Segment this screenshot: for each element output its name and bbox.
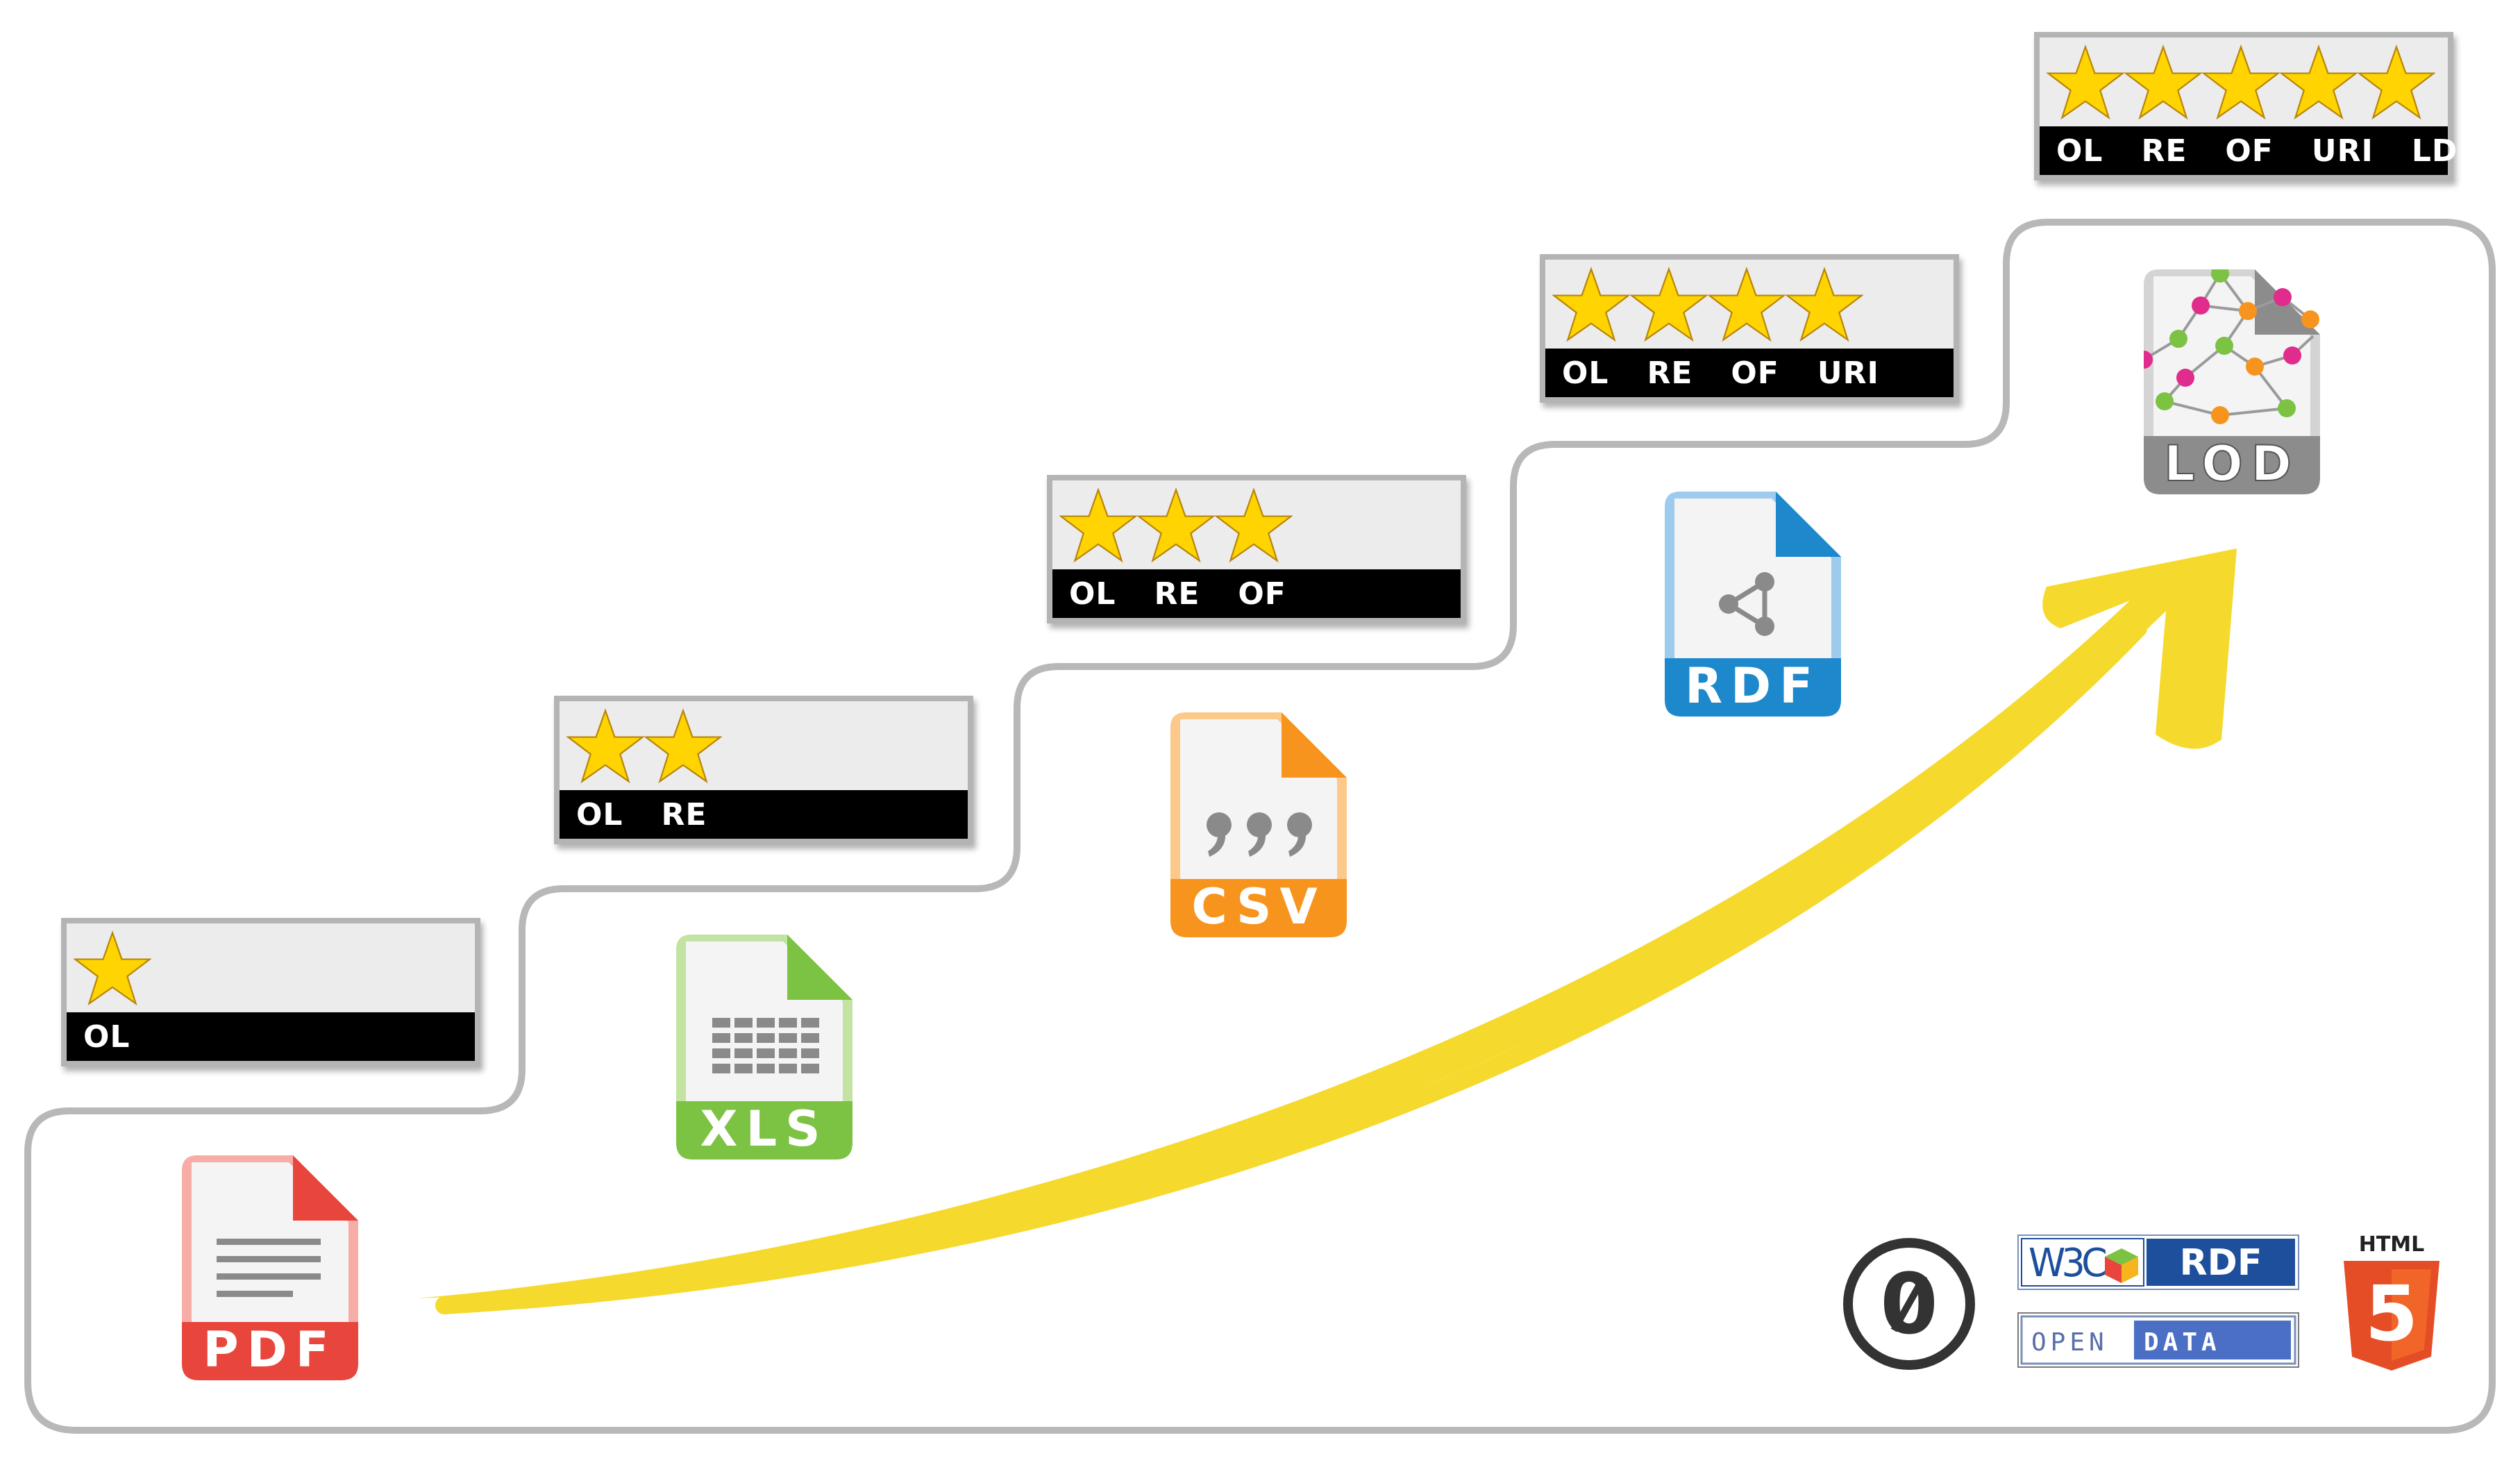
star-row	[1552, 261, 1863, 349]
star-icon	[1215, 487, 1293, 563]
criterion-label: OF	[2225, 133, 2274, 169]
criterion-label: RE	[1154, 576, 1200, 612]
criterion-label: URI	[2311, 133, 2374, 169]
star-icon	[1552, 267, 1630, 342]
criteria-bar: OL RE OF URI	[1545, 349, 1954, 397]
rating-card-4-stars: OL RE OF URI	[1540, 254, 1959, 403]
pdf-file-icon: PDF	[182, 1155, 358, 1380]
linked-data-graph-icon	[2144, 269, 2319, 424]
rating-card-2-stars: OL RE	[554, 696, 973, 844]
criterion-label: OL	[1069, 576, 1116, 612]
criteria-bar: OL RE	[560, 790, 968, 839]
star-icon	[2047, 44, 2124, 120]
criteria-bar: OL RE OF	[1052, 569, 1461, 618]
xls-file-icon: XLS	[676, 935, 852, 1160]
html-label: HTML	[2359, 1232, 2425, 1257]
growth-arrow	[417, 549, 2237, 1314]
rating-card-1-star: OL	[61, 918, 480, 1066]
criterion-label: OL	[576, 796, 623, 832]
criterion-label: OL	[2056, 133, 2103, 169]
star-row	[74, 925, 151, 1012]
criteria-bar: OL RE OF URI LD	[2040, 126, 2457, 175]
w3c-rdf-badge: W3C RDF	[2017, 1234, 2299, 1290]
star-icon	[566, 708, 644, 784]
w3c-label: W3C	[2028, 1241, 2106, 1286]
star-row	[2047, 39, 2435, 126]
star-icon	[1137, 487, 1215, 563]
star-icon	[74, 930, 151, 1006]
criterion-label: LD	[2411, 133, 2458, 169]
star-row	[1059, 482, 1293, 569]
star-icon	[2124, 44, 2202, 120]
star-icon	[1708, 267, 1786, 342]
data-label: DATA	[2144, 1328, 2221, 1357]
criterion-label: OF	[1238, 576, 1286, 612]
format-label: XLS	[700, 1100, 829, 1157]
html5-number: 5	[2365, 1269, 2419, 1358]
criterion-label: OF	[1731, 355, 1779, 391]
rating-card-3-stars: OL RE OF	[1047, 475, 1466, 623]
rating-card-5-stars: OL RE OF URI LD	[2034, 32, 2457, 181]
lod-file-icon: LOD	[2144, 269, 2320, 494]
html5-logo: HTML 5	[2340, 1230, 2444, 1376]
cc0-license-icon: 0	[1841, 1236, 1977, 1372]
criteria-bar: OL	[67, 1012, 475, 1061]
star-row	[566, 703, 722, 790]
criterion-label: URI	[1817, 355, 1879, 391]
criterion-label: RE	[1647, 355, 1693, 391]
w3c-rdf-label: RDF	[2180, 1242, 2262, 1284]
star-icon	[644, 708, 722, 784]
format-label: RDF	[1685, 658, 1821, 714]
star-icon	[1059, 487, 1137, 563]
star-icon	[2358, 44, 2435, 120]
format-label: PDF	[203, 1321, 337, 1378]
open-data-badge: OPEN DATA	[2017, 1312, 2299, 1368]
criterion-label: OL	[83, 1019, 131, 1055]
criterion-label: OL	[1562, 355, 1609, 391]
rdf-cube-icon	[2105, 1248, 2138, 1283]
rdf-file-icon: RDF	[1665, 492, 1841, 717]
format-label: LOD	[2164, 435, 2300, 492]
star-icon	[2202, 44, 2280, 120]
criterion-label: RE	[2141, 133, 2187, 169]
csv-file-icon: CSV	[1170, 712, 1347, 937]
criterion-label: RE	[661, 796, 707, 832]
star-icon	[2280, 44, 2358, 120]
format-label: CSV	[1191, 878, 1325, 935]
open-label: OPEN	[2031, 1328, 2108, 1357]
star-icon	[1786, 267, 1863, 342]
star-icon	[1630, 267, 1708, 342]
